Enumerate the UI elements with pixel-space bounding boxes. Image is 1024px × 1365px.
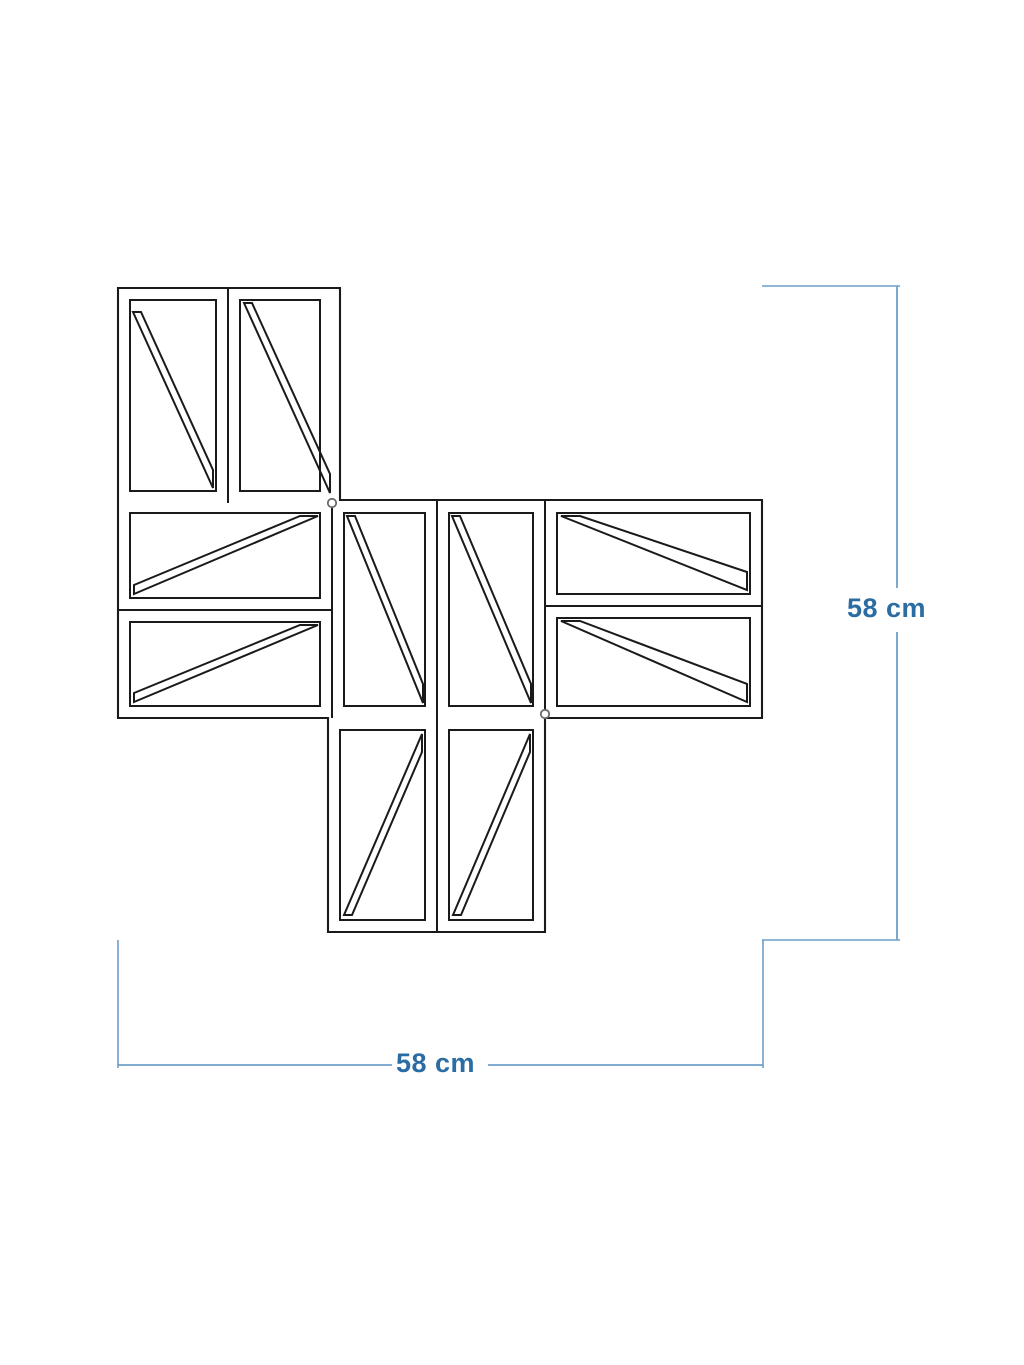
diagonal-right-upper (560, 515, 748, 592)
cell-frame-top-right (239, 299, 321, 492)
diagonal-right-lower (560, 620, 748, 704)
pivot-node-lower (539, 708, 551, 720)
cell-frame-right-upper (556, 512, 751, 595)
cell-frame-bottom-right (448, 729, 534, 921)
height-dimension (762, 285, 900, 941)
diagonal-top-right (242, 302, 331, 494)
height-dimension-label: 58 cm (847, 593, 927, 623)
diagonal-left-lower (133, 624, 319, 704)
pivot-node-markers (326, 497, 551, 720)
cell-frame-left-lower (129, 621, 321, 707)
cell-frame-left-upper (129, 512, 321, 599)
cell-frame-center-right (448, 512, 534, 707)
diagonal-center-left (345, 515, 424, 704)
diagonal-bottom-right (451, 733, 531, 916)
panel-inner-divisions (118, 288, 762, 932)
pivot-node-upper (326, 497, 338, 509)
width-dimension (117, 940, 764, 1068)
diagonal-bottom-left (342, 733, 423, 916)
diagonal-top-left (131, 311, 214, 489)
cell-frame-center-left (343, 512, 426, 707)
dimension-annotations (117, 285, 900, 1068)
cell-frame-right-lower (556, 617, 751, 707)
cell-frame-bottom-left (339, 729, 426, 921)
panel-cell-diagonals (131, 302, 748, 916)
cell-frame-top-left (129, 299, 217, 492)
diagonal-center-right (450, 515, 532, 704)
width-dimension-label: 58 cm (396, 1048, 476, 1078)
panel-cell-frames (129, 299, 751, 921)
diagonal-left-upper (133, 515, 319, 596)
